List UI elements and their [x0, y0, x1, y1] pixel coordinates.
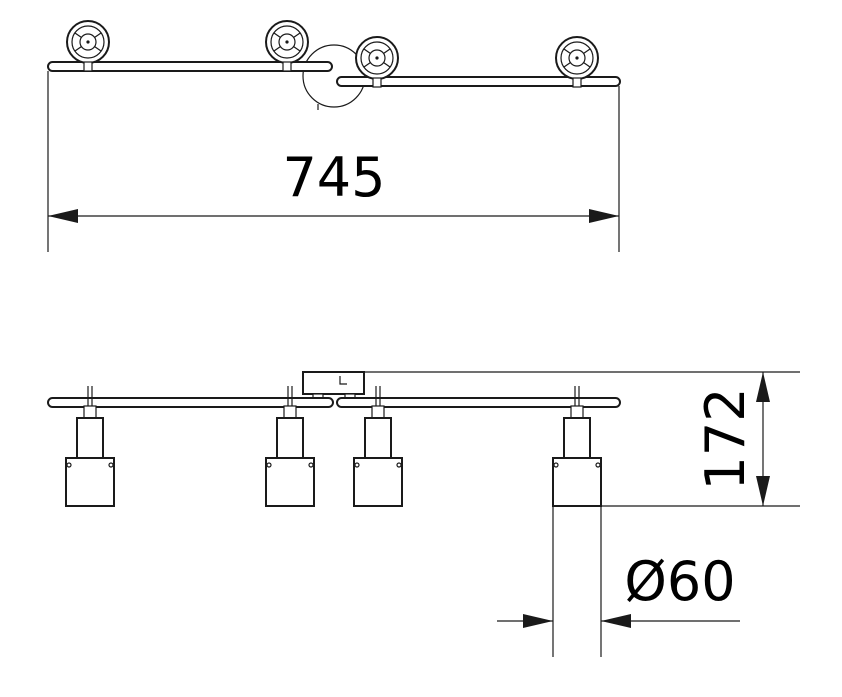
diameter-dimension: Ø60 — [497, 506, 740, 657]
arrow-in-left — [523, 614, 553, 628]
left-rail — [47, 61, 333, 72]
spot-side-3 — [353, 386, 403, 507]
side-view: 172 Ø60 — [47, 371, 800, 657]
spot-top-1 — [66, 20, 110, 72]
right-rail — [336, 76, 621, 87]
spot-side-1 — [65, 386, 115, 507]
spot-side-2 — [265, 386, 315, 507]
diameter-label: Ø60 — [624, 550, 735, 613]
spot-top-3 — [355, 36, 399, 88]
arrow-down — [756, 476, 770, 506]
arrow-up — [756, 372, 770, 402]
spot-side-4 — [552, 386, 602, 507]
length-dimension: 745 — [47, 71, 620, 252]
height-label: 172 — [694, 387, 757, 490]
top-view: 745 — [47, 20, 621, 252]
spot-top-2 — [265, 20, 309, 72]
side-rail-right — [336, 397, 621, 408]
length-label: 745 — [282, 146, 385, 209]
arrow-in-right — [601, 614, 631, 628]
arrow-right — [589, 209, 619, 223]
arrow-left — [48, 209, 78, 223]
canopy-box — [302, 371, 365, 395]
spot-top-4 — [555, 36, 599, 88]
side-rail-left — [47, 397, 334, 408]
height-dimension: 172 — [364, 371, 800, 507]
